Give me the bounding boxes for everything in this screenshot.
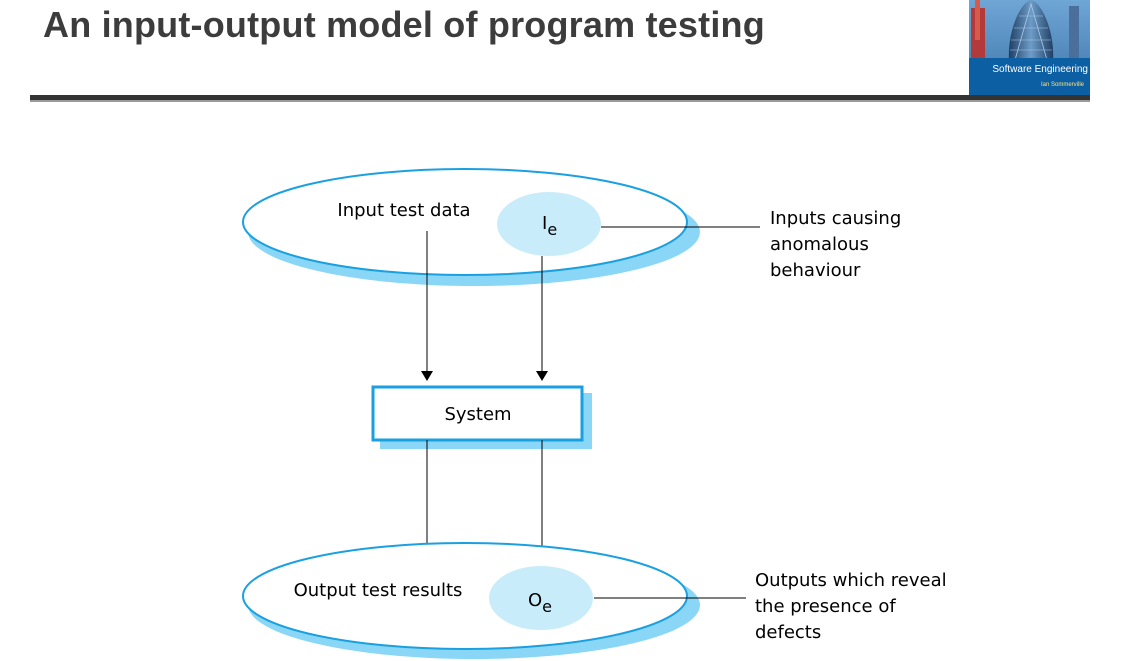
input-ellipse-label: Input test data	[337, 200, 470, 221]
system-label: System	[444, 404, 511, 425]
book-cover-title: Software Engineering	[992, 64, 1088, 75]
system-box	[371, 385, 584, 442]
output-ellipse-label: Output test results	[294, 580, 463, 601]
output-subset-subscript: e	[542, 597, 552, 616]
input-subset-label: Ie	[542, 213, 557, 239]
output-annotation-line-2: the presence of	[755, 596, 896, 617]
input-domain-ellipse	[242, 168, 688, 276]
output-subset-ellipse	[489, 566, 593, 630]
output-annotation-line-1: Outputs which reveal	[755, 570, 947, 591]
output-domain-ellipse	[242, 542, 688, 650]
slide-title: An input-output model of program testing	[43, 4, 765, 45]
input-subset-ellipse	[497, 192, 601, 256]
output-annotation-line-3: defects	[755, 622, 821, 643]
input-annotation-line-2: anomalous	[770, 234, 869, 255]
title-underline	[30, 95, 1090, 100]
input-annotation-line-3: behaviour	[770, 260, 861, 281]
input-subset-subscript: e	[547, 220, 557, 239]
input-subset-letter: I	[542, 213, 547, 234]
output-subset-label: Oe	[528, 590, 552, 616]
book-cover-artwork	[969, 0, 1090, 98]
book-cover-author: Ian Sommerville	[1040, 82, 1084, 88]
title-underline-shadow	[30, 100, 1090, 102]
book-cover-image: Software Engineering Ian Sommerville	[969, 0, 1090, 98]
input-annotation-line-1: Inputs causing	[770, 208, 901, 229]
output-subset-letter: O	[528, 590, 542, 611]
